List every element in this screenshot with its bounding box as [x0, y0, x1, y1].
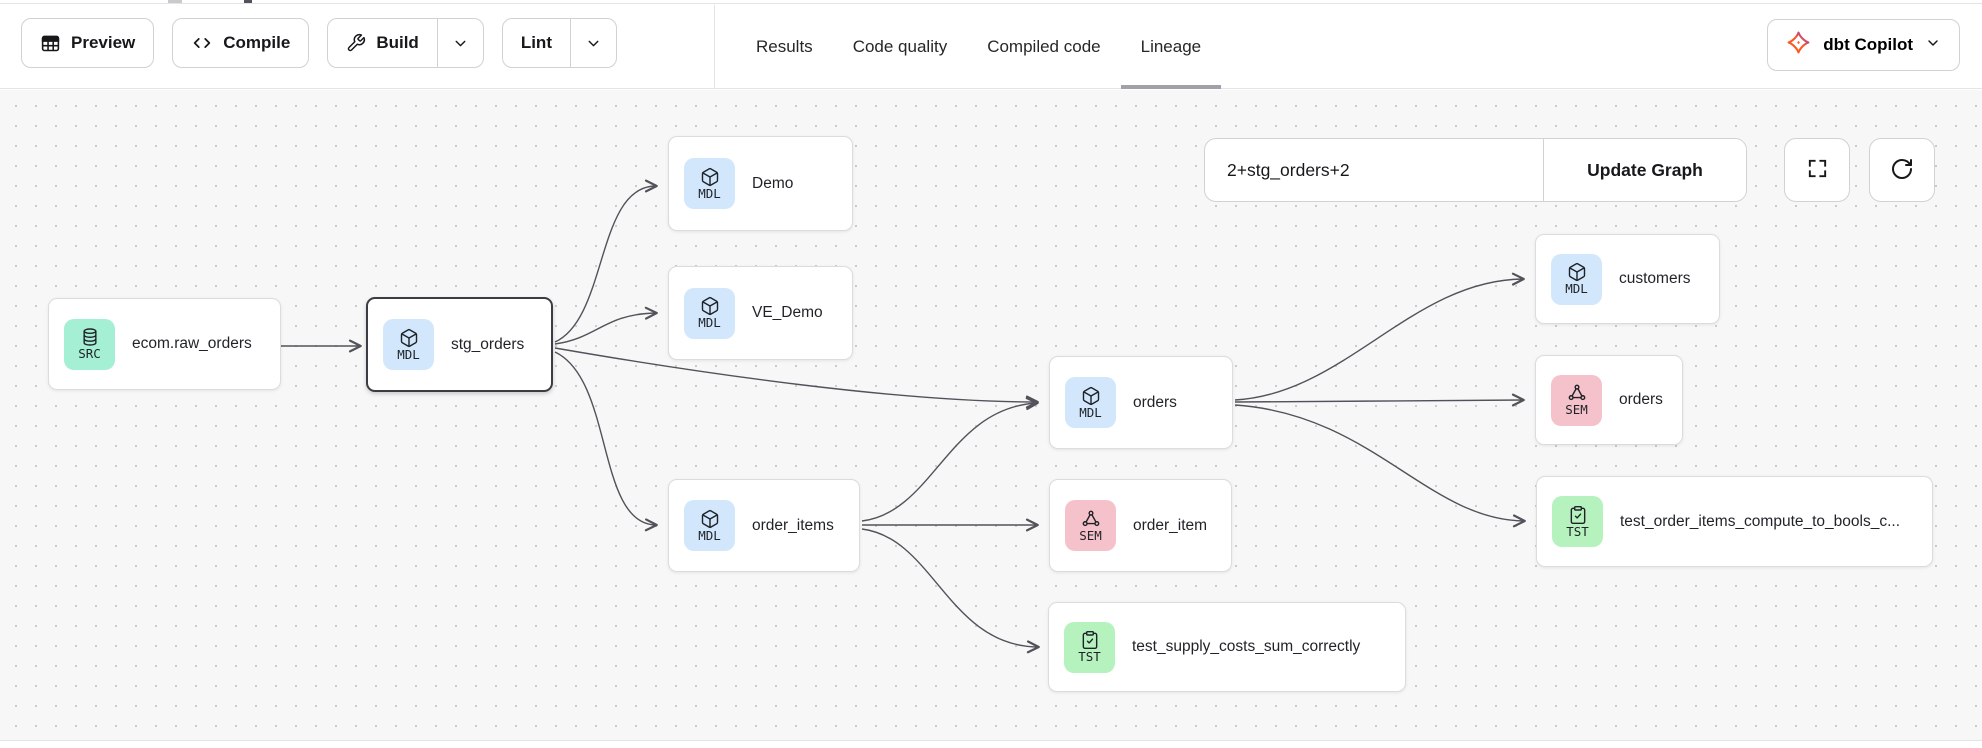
- lineage-edges: [281, 179, 1526, 654]
- wrench-icon: [346, 33, 366, 53]
- graph-node-orders-model[interactable]: MDL orders: [1049, 356, 1233, 449]
- model-badge: MDL: [1065, 377, 1116, 428]
- graph-node-customers[interactable]: MDL customers: [1535, 234, 1720, 324]
- graph-node-test-supply-costs[interactable]: TST test_supply_costs_sum_correctly: [1048, 602, 1406, 692]
- fullscreen-button[interactable]: [1784, 138, 1850, 202]
- fullscreen-icon: [1806, 157, 1829, 183]
- model-badge: MDL: [684, 500, 735, 551]
- graph-node-stg-orders[interactable]: MDL stg_orders: [366, 297, 553, 392]
- clipped-tab-fragment: [244, 0, 252, 3]
- update-graph-button[interactable]: Update Graph: [1543, 139, 1746, 201]
- model-badge: MDL: [1551, 253, 1602, 305]
- tab-compiled-code[interactable]: Compiled code: [987, 37, 1101, 56]
- bottom-pane-divider: [0, 740, 1982, 748]
- refresh-icon: [1890, 157, 1914, 184]
- build-button[interactable]: Build: [328, 19, 437, 67]
- dbt-logo-icon: [1786, 30, 1811, 60]
- toolbar: Preview Compile: [0, 5, 1982, 89]
- semantic-badge: SEM: [1065, 500, 1116, 551]
- semantic-badge: SEM: [1551, 374, 1602, 426]
- cube-icon: [700, 296, 720, 316]
- lint-dropdown-button[interactable]: [569, 19, 616, 67]
- preview-label: Preview: [71, 33, 136, 52]
- cube-icon: [700, 167, 720, 187]
- network-icon: [1567, 383, 1587, 403]
- result-tabs: Results Code quality Compiled code Linea…: [736, 5, 1221, 89]
- test-badge: TST: [1064, 621, 1115, 673]
- tab-lineage[interactable]: Lineage: [1120, 5, 1222, 89]
- top-pane-divider: [0, 0, 1982, 4]
- code-icon: [191, 32, 213, 54]
- database-icon: [80, 327, 100, 347]
- lint-button[interactable]: Lint: [503, 19, 570, 67]
- copilot-label: dbt Copilot: [1823, 35, 1913, 54]
- compile-button[interactable]: Compile: [172, 18, 310, 68]
- build-dropdown-button[interactable]: [436, 19, 483, 67]
- lineage-canvas[interactable]: Update Graph: [0, 90, 1982, 740]
- lineage-filter-bar: Update Graph: [1204, 138, 1747, 202]
- lineage-selector-input[interactable]: [1205, 139, 1543, 201]
- cube-icon: [399, 328, 419, 348]
- cube-icon: [1081, 386, 1101, 406]
- toolbar-divider: [714, 5, 715, 89]
- graph-node-ve-demo[interactable]: MDL VE_Demo: [668, 266, 853, 360]
- graph-node-order-items[interactable]: MDL order_items: [668, 479, 860, 572]
- filter-box: Update Graph: [1204, 138, 1747, 202]
- graph-node-ecom-raw-orders[interactable]: SRC ecom.raw_orders: [48, 298, 281, 390]
- chevron-down-icon: [452, 35, 469, 52]
- compile-label: Compile: [223, 33, 291, 52]
- network-icon: [1081, 509, 1101, 529]
- dbt-copilot-button[interactable]: dbt Copilot: [1767, 19, 1960, 71]
- clipboard-check-icon: [1568, 505, 1588, 525]
- tab-code-quality[interactable]: Code quality: [852, 37, 948, 56]
- build-label: Build: [376, 33, 419, 52]
- model-badge: MDL: [383, 319, 434, 370]
- graph-node-demo[interactable]: MDL Demo: [668, 136, 853, 231]
- lint-label: Lint: [520, 33, 552, 52]
- lint-button-group: Lint: [501, 18, 617, 68]
- test-badge: TST: [1552, 496, 1603, 547]
- clipped-tab-fragment: [168, 0, 182, 3]
- build-button-group: Build: [327, 18, 484, 68]
- clipboard-check-icon: [1080, 630, 1100, 650]
- chevron-down-icon: [1925, 35, 1941, 56]
- source-badge: SRC: [64, 318, 115, 370]
- model-badge: MDL: [684, 158, 735, 209]
- refresh-graph-button[interactable]: [1869, 138, 1935, 202]
- graph-node-orders-semantic[interactable]: SEM orders: [1535, 355, 1683, 445]
- graph-node-order-item-semantic[interactable]: SEM order_item: [1049, 479, 1232, 572]
- tab-results[interactable]: Results: [756, 37, 813, 56]
- model-badge: MDL: [684, 287, 735, 339]
- table-icon: [40, 33, 61, 54]
- preview-button[interactable]: Preview: [21, 18, 155, 68]
- chevron-down-icon: [585, 35, 602, 52]
- cube-icon: [700, 509, 720, 529]
- graph-node-test-order-items[interactable]: TST test_order_items_compute_to_bools_c.…: [1536, 476, 1933, 567]
- cube-icon: [1567, 262, 1587, 282]
